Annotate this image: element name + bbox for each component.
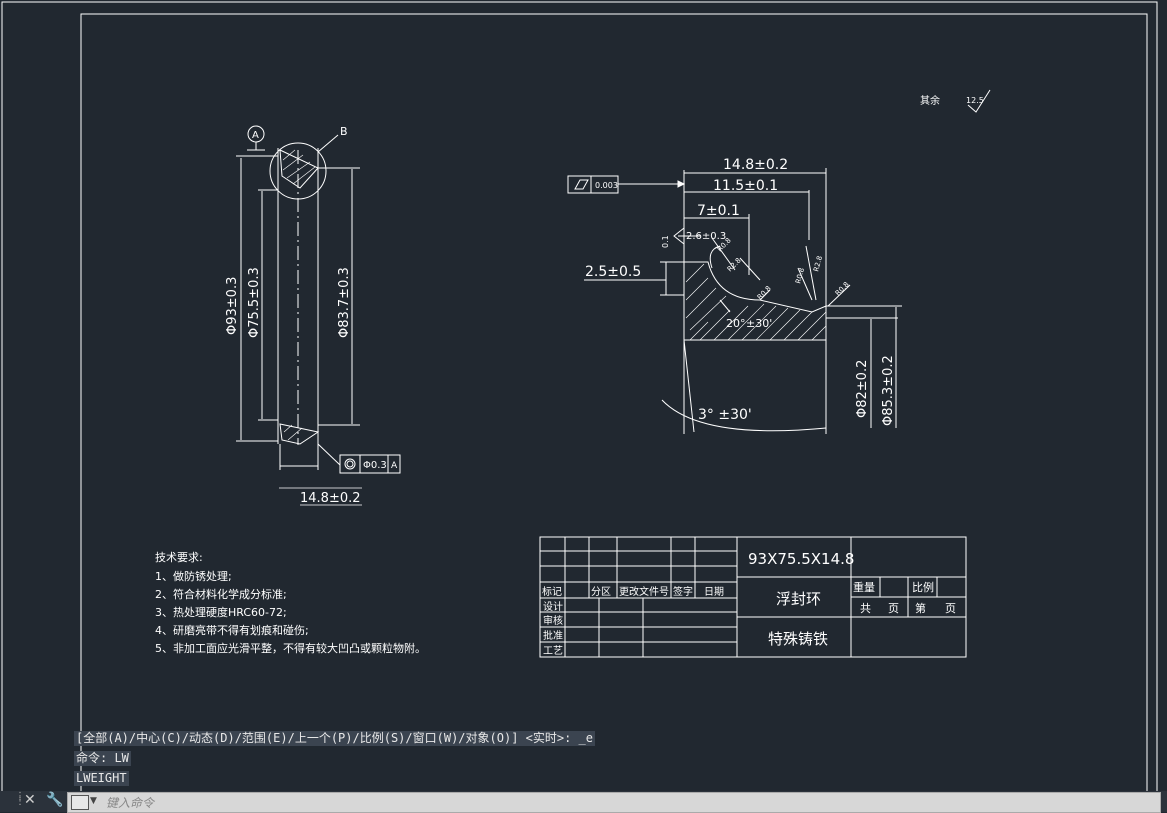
title-header-date: 日期 (704, 586, 724, 598)
roughness-symbol (967, 89, 991, 113)
command-history-line-2: 命令: LW (74, 751, 131, 766)
tech-req-item-3: 3、热处理硬度HRC60-72; (155, 605, 287, 619)
small-01: 0.1 (661, 235, 670, 248)
title-part-number: 93X75.5X14.8 (748, 550, 854, 568)
tech-req-item-1: 1、做防锈处理; (155, 569, 232, 583)
tech-req-item-5: 5、非加工面应光滑平整，不得有较大凹凸或颗粒物附。 (155, 641, 426, 655)
radius-label-6: R0.8 (834, 280, 851, 297)
title-role-review: 审核 (543, 614, 563, 627)
detail-b-label: B (340, 125, 348, 138)
title-header-mark: 标记 (542, 586, 562, 598)
wrench-icon[interactable]: 🔧 (46, 792, 64, 808)
title-scale: 比例 (912, 580, 934, 594)
angle-3: 3° ±30' (698, 407, 752, 423)
title-page2: 页 (945, 602, 956, 615)
dim-mid-diameter: Φ83.7±0.3 (337, 267, 352, 338)
tech-req-item-2: 2、符合材料化学成分标准; (155, 587, 287, 601)
fcf-value: Φ0.3 (363, 460, 387, 471)
title-total: 共 (860, 602, 871, 615)
dia-82: Φ82±0.2 (855, 360, 870, 418)
title-weight: 重量 (853, 580, 875, 594)
left-section-view (236, 125, 362, 506)
command-history-line-1: [全部(A)/中心(C)/动态(D)/范围(E)/上一个(P)/比例(S)/窗口… (74, 731, 595, 746)
dim-width-left: 14.8±0.2 (300, 491, 361, 506)
dim-inner-diameter: Φ75.5±0.3 (247, 267, 262, 338)
title-block-grid (539, 536, 967, 658)
dim-14-8: 14.8±0.2 (723, 157, 788, 173)
fcf-datum: A (391, 461, 398, 471)
roughness-label: 其余 (920, 94, 940, 107)
title-header-sign: 签字 (673, 585, 693, 598)
title-header-change: 更改文件号 (619, 585, 669, 598)
title-sheet: 第 (915, 601, 926, 615)
roughness-value: 12.5 (966, 96, 984, 105)
radius-label-5: R2.8 (812, 255, 824, 273)
chevron-down-icon[interactable]: ▼ (90, 796, 97, 806)
dim-2-5: 2.5±0.5 (585, 264, 641, 280)
close-icon[interactable]: ✕ (24, 792, 36, 808)
angle-30: ±30' (746, 317, 772, 330)
detail-view (567, 168, 902, 434)
tech-req-title: 技术要求: (155, 551, 203, 564)
dim-2-6: 2.6±0.3 (686, 231, 726, 242)
title-header-zone: 分区 (591, 586, 611, 598)
flatness-value: 0.003 (595, 181, 618, 190)
command-prompt-icon[interactable] (71, 795, 89, 810)
radius-label-4: R0.8 (794, 267, 806, 285)
title-page: 页 (888, 602, 899, 615)
dim-11-5: 11.5±0.1 (713, 178, 778, 194)
title-role-approve: 批准 (543, 629, 563, 642)
outer-frame (1, 1, 1158, 803)
fcf-concentricity (339, 454, 401, 474)
radius-label-3: R0.8 (756, 284, 773, 301)
dia-85-3: Φ85.3±0.2 (881, 355, 896, 426)
tech-req-item-4: 4、研磨亮带不得有划痕和碰伤; (155, 623, 309, 637)
command-input[interactable] (106, 793, 1146, 812)
title-material: 特殊铸铁 (768, 630, 828, 648)
grip-handle-icon[interactable]: ⋮⋮ (15, 791, 25, 807)
command-history-line-3: LWEIGHT (74, 771, 129, 786)
title-role-process: 工艺 (543, 645, 563, 657)
command-bar: ⋮⋮ ✕ 🔧 ▼ (0, 791, 1167, 813)
title-role-design: 设计 (543, 600, 563, 613)
datum-a-label: A (252, 130, 259, 141)
title-part-name: 浮封环 (776, 590, 821, 608)
dim-outer-diameter: Φ93±0.3 (225, 277, 240, 335)
angle-20: 20° (726, 317, 746, 330)
command-input-container[interactable]: ▼ (67, 792, 1161, 813)
radius-label-2: R2.8 (726, 256, 743, 273)
dim-7: 7±0.1 (697, 203, 740, 219)
